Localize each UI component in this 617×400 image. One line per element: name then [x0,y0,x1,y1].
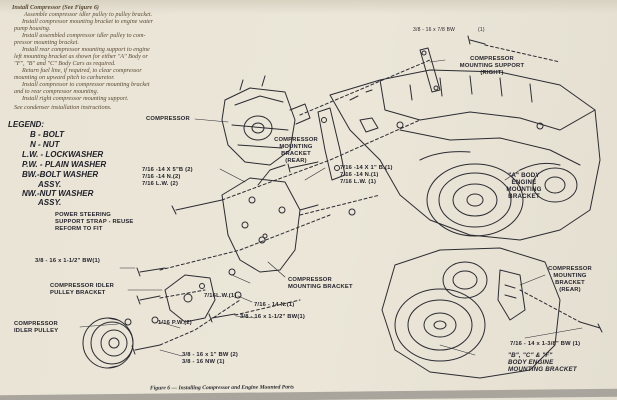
top-bolt-qty: (1) [478,27,485,33]
bottom-right-bolt-spec: 7/16 - 14 x 1-3/8" BW (1) [510,341,581,347]
instruction-line: See condenser installation instructions. [14,104,112,111]
legend-item: B - BOLT [30,130,65,139]
legend-item: BW.-BOLT WASHER [22,170,99,179]
power-steering-strap-label: POWER STEERING SUPPORT STRAP - REUSE REF… [55,212,134,232]
engine-block-illustration [329,69,601,241]
left-bolt-spec: 7/16 -14 X 5"B (2) 7/16 -14 N.(2) 7/16 L… [142,167,193,187]
rear-bracket-illustration [317,107,346,181]
compressor-illustration [221,75,311,166]
instruction-line: Install right compressor mounting suppor… [22,95,129,102]
rear-bracket-label: COMPRESSOR MOUNTING BRACKET (REAR) [274,137,318,164]
instruction-line: pump housing. [14,25,51,32]
instruction-line: Assemble compressor idler pulley to pull… [24,11,153,18]
plain-washer-spec: 1/16 P.W.(2) [158,320,192,326]
instruction-line: Return fuel line, if required, to clear … [22,67,142,74]
mounting-bracket-illustration [221,164,319,273]
figure-caption: Figure 6 — Installing Compressor and Eng… [149,384,294,392]
instruction-line: and to rear compressor mounting. [14,88,99,95]
right-support-illustration [419,47,441,93]
idler-bracket-illustration [164,274,216,323]
legend-item: ASSY. [38,198,62,207]
mounting-bracket-label: COMPRESSOR MOUNTING BRACKET [288,277,353,290]
instruction-title: Install Compressor (See Figure 6) [12,4,99,11]
instruction-line: Install assembled compressor idler pulle… [22,32,146,39]
legend-item: P.W. - PLAIN WASHER [22,160,107,169]
idler-bracket-label: COMPRESSOR IDLER PULLEY BRACKET [50,283,115,296]
instruction-line: pressor mounting bracket. [14,39,79,46]
leader-lines [79,59,583,357]
instruction-line: left mounting bracket as shown for eithe… [14,53,148,60]
legend-item: L.W. - LOCKWASHER [22,150,104,159]
top-bolt-spec: 3/8 - 16 x 7/8 BW [413,27,456,33]
legend-item: ASSY. [38,180,62,189]
a-body-bracket-label: "A" BODY ENGINE MOUNTING BRACKET [506,172,542,200]
instruction-line: "F", "B" and "C" Body Cars as required. [14,60,116,67]
lower-engine-illustration [381,247,561,379]
rear-right-bracket-label: COMPRESSOR MOUNTING BRACKET (REAR) [548,266,592,293]
assembly-center-lines [159,44,581,346]
idler-pulley-illustration [82,317,134,369]
lockwasher-spec: 7/16L.W.(1) [204,293,237,299]
instruction-line: Install compressor to compressor mountin… [22,81,150,88]
legend-item: N - NUT [30,140,60,149]
page-top-shadow [0,0,617,14]
fbc-body-bracket-label: "B", "C" & "F" BODY ENGINE MOUNTING BRAC… [508,352,577,373]
mount-support-right-label: COMPRESSOR MOUNTING SUPPORT (RIGHT) [459,56,525,76]
mid-bolt-spec: 7/16 -14 X 1" B.(1) 7/16 -14 N.(1) 7/16 … [340,165,393,185]
instruction-line: Install rear compressor mounting support… [22,46,150,53]
legend-item: NW.-NUT WASHER [22,189,94,198]
bottom-bolt-spec: 3/8 - 16 x 1" BW (2) 3/8 - 16 NW (1) [182,352,239,365]
bolts-and-washers [124,35,603,355]
instruction-line: Install compressor mounting bracket to e… [22,18,154,25]
bolt-washer-spec-1: 3/8 - 16 x 1-1/2" BW(1) [35,258,101,264]
legend-title: LEGEND: [8,120,44,129]
instruction-line: mounting on upward pitch to carburetor. [14,74,115,81]
bolt-washer-spec-2: 3/8 - 16 x 1-1/2" BW(1) [240,314,306,320]
idler-pulley-label: COMPRESSOR IDLER PULLEY [14,321,59,334]
compressor-label: COMPRESSOR [146,116,190,122]
nut-spec: 7/16 - 14 N.(1) [254,302,295,308]
